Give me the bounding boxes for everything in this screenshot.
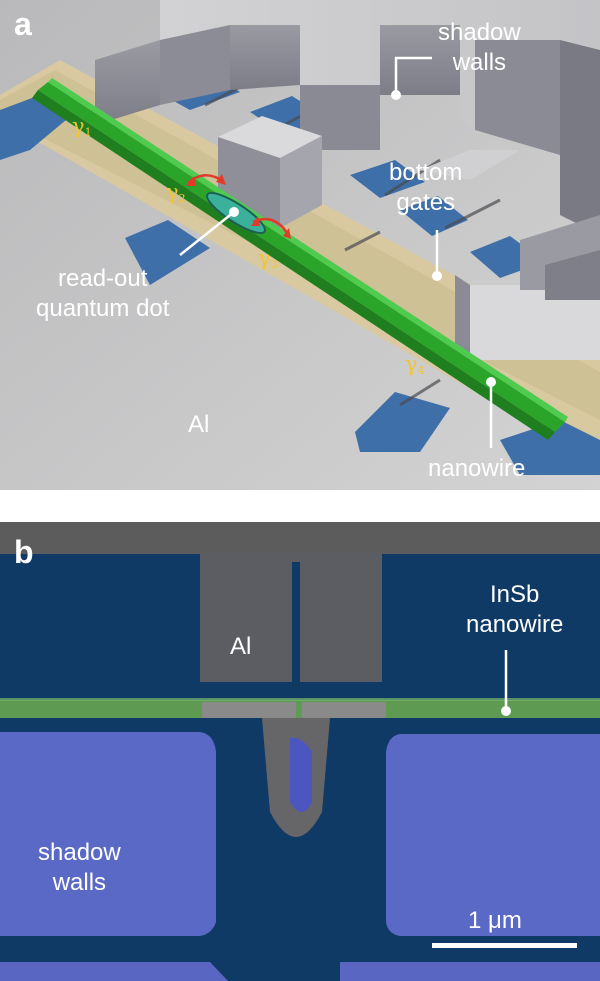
gamma-4-label: γ4	[405, 352, 425, 377]
readout-dot-label: read-out quantum dot	[36, 265, 170, 322]
panel-b: b Al InSb nanowire shadow walls 1 μm	[0, 522, 600, 981]
shadow-walls-back	[40, 0, 600, 360]
al-label-b: Al	[230, 633, 252, 660]
gamma-3-label: γ3	[258, 246, 278, 271]
shadow-walls-label: shadow walls	[438, 19, 521, 76]
insb-nanowire-band	[0, 700, 600, 718]
panel-b-letter: b	[14, 534, 34, 570]
nanowire-label: nanowire	[428, 455, 526, 482]
device-3d-render	[0, 0, 600, 490]
gamma-1-label: γ1	[72, 114, 92, 139]
al-electrode	[200, 552, 382, 682]
shadow-wall-right	[386, 734, 600, 936]
sem-image	[0, 522, 600, 981]
gamma-2-label: γ2	[166, 180, 186, 205]
panel-a: a shadow walls bottom gates read-out qua…	[0, 0, 600, 490]
al-label-a: Al	[188, 411, 210, 438]
nanowire-3d	[32, 78, 568, 440]
shadow-walls-label-b: shadow walls	[38, 839, 121, 896]
panel-a-letter: a	[14, 6, 32, 42]
shadow-wall-left	[0, 732, 216, 936]
wire-contact-left	[202, 702, 296, 718]
bottom-gates-label: bottom gates	[389, 159, 463, 216]
insb-nanowire-label: InSb nanowire	[466, 581, 564, 638]
scale-bar-label: 1 μm	[468, 907, 522, 934]
wire-contact-right	[302, 702, 386, 718]
scale-bar	[432, 943, 577, 948]
label-pointers	[394, 56, 493, 448]
